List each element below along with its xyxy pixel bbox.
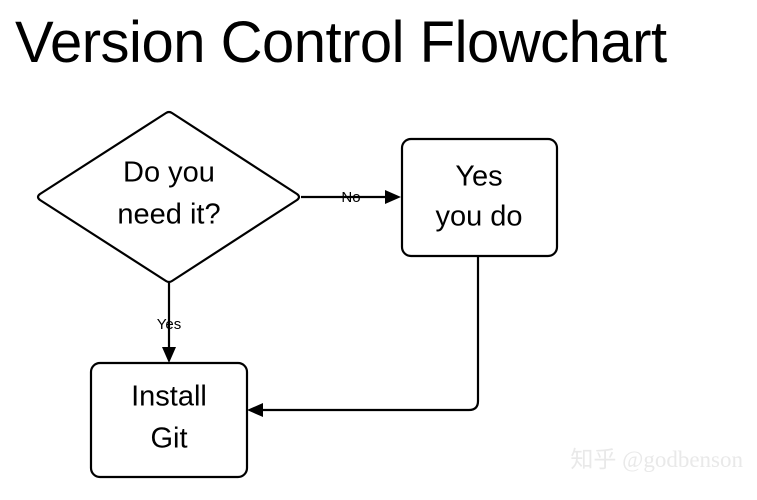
watermark: 知乎 @godbenson [570,447,743,472]
page-title: Version Control Flowchart [15,10,667,75]
edge-loop-back-line [259,257,480,412]
install-git-label-line2: Git [150,423,187,455]
decision-diamond-shape [36,110,301,284]
edge-loop-back-arrowhead [247,403,263,417]
node-install-git[interactable]: Install Git [89,361,249,479]
edge-yes-label: Yes [157,316,181,333]
decision-label-line1: Do you [123,157,215,189]
decision-label-line2: need it? [117,199,220,231]
install-git-label-line1: Install [131,381,207,413]
install-git-box-shape [89,361,249,479]
edge-no-arrowhead [385,190,401,204]
edge-loop-back[interactable] [247,257,480,417]
edge-no-label: No [341,189,360,206]
edge-yes[interactable]: Yes [157,283,181,363]
edge-no[interactable]: No [301,189,401,206]
edge-yes-arrowhead [162,347,176,363]
yes-you-do-label-line1: Yes [455,161,502,193]
node-yes-you-do[interactable]: Yes you do [400,137,559,258]
node-decision-need-it[interactable]: Do you need it? [36,110,301,284]
yes-you-do-box-shape [400,137,559,258]
yes-you-do-label-line2: you do [435,201,522,233]
